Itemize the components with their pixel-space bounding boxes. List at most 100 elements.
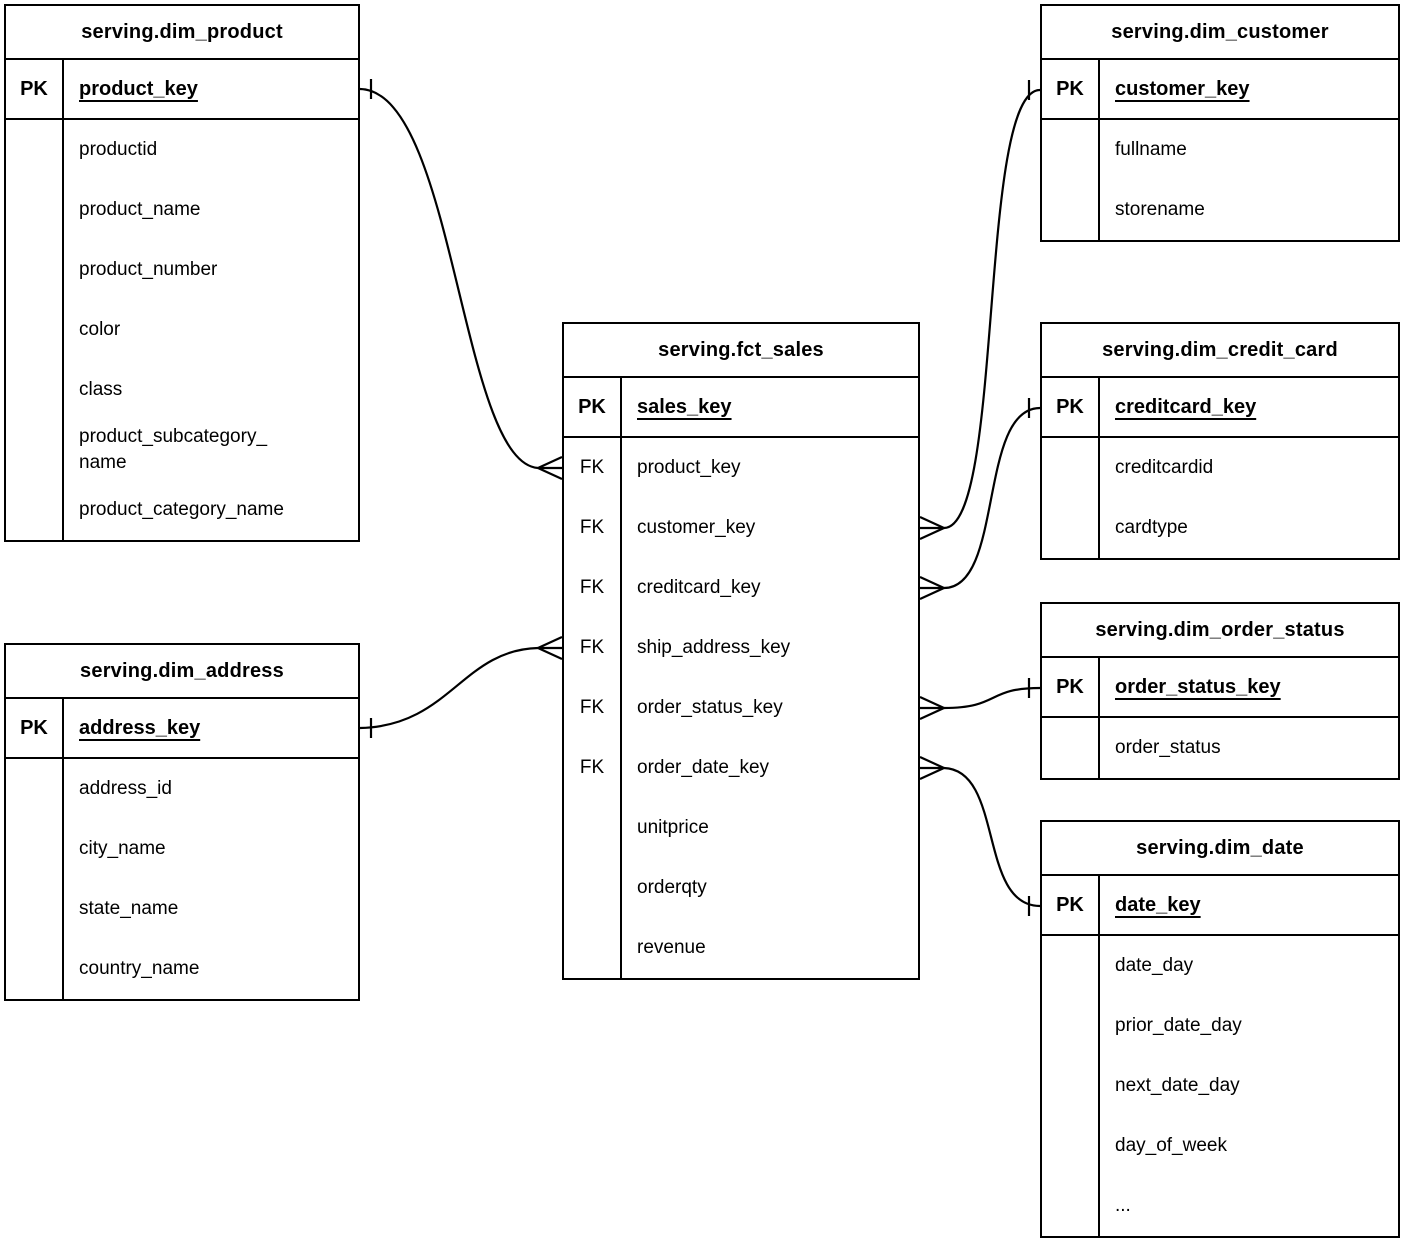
entity-table-fct-sales[interactable]: serving.fct_sales PK sales_key FK produc…: [562, 322, 920, 980]
field-name: product_name: [79, 199, 201, 220]
key-constraint-label: [6, 360, 64, 420]
field-name: country_name: [79, 958, 200, 979]
field-row: order_status: [1042, 718, 1398, 778]
field-row: state_name: [6, 879, 358, 939]
field-row: unitprice: [564, 798, 918, 858]
key-constraint-label: [1042, 996, 1100, 1056]
field-name: product_subcategory_ name: [79, 426, 268, 473]
field-name: color: [79, 319, 121, 340]
pk-constraint-label: PK: [1042, 60, 1100, 118]
field-name: product_number: [79, 259, 218, 280]
relationship-line: [943, 88, 1041, 530]
crow-foot-marker: [919, 696, 945, 720]
field-row: creditcardid: [1042, 438, 1398, 498]
key-constraint-label: [6, 819, 64, 879]
key-constraint-label: [6, 240, 64, 300]
pk-constraint-label: PK: [564, 378, 622, 436]
field-name: fullname: [1115, 139, 1187, 160]
field-name: ship_address_key: [637, 637, 791, 658]
pk-constraint-label: PK: [1042, 378, 1100, 436]
field-row: product_subcategory_ name: [6, 420, 358, 480]
key-constraint-label: [1042, 1056, 1100, 1116]
field-name: day_of_week: [1115, 1135, 1227, 1156]
field-name: class: [79, 379, 123, 400]
field-row: day_of_week: [1042, 1116, 1398, 1176]
entity-table-dim-date[interactable]: serving.dim_date PK date_key date_day pr…: [1040, 820, 1400, 1238]
field-name: revenue: [637, 937, 706, 958]
pk-constraint-label: PK: [1042, 658, 1100, 716]
field-row: class: [6, 360, 358, 420]
entity-table-dim-order-status[interactable]: serving.dim_order_status PK order_status…: [1040, 602, 1400, 780]
relationship-creditcard-key: [919, 398, 1041, 600]
field-name: state_name: [79, 898, 179, 919]
field-name: creditcard_key: [637, 577, 761, 598]
key-constraint-label: FK: [564, 618, 622, 678]
field-name: creditcardid: [1115, 457, 1214, 478]
pk-constraint-label: PK: [1042, 876, 1100, 934]
entity-table-dim-customer[interactable]: serving.dim_customer PK customer_key ful…: [1040, 4, 1400, 242]
key-constraint-label: [564, 858, 622, 918]
crow-foot-marker: [537, 636, 563, 660]
key-constraint-label: [6, 939, 64, 999]
table-title: serving.dim_date: [1042, 822, 1398, 876]
field-row: city_name: [6, 819, 358, 879]
key-constraint-label: [6, 420, 64, 480]
crow-foot-marker: [919, 576, 945, 600]
key-constraint-label: [1042, 1176, 1100, 1236]
table-title: serving.dim_credit_card: [1042, 324, 1398, 378]
crow-foot-marker: [919, 516, 945, 540]
key-constraint-label: [1042, 438, 1100, 498]
key-constraint-label: [6, 480, 64, 540]
field-row: product_name: [6, 180, 358, 240]
field-name: order_status: [1115, 737, 1221, 758]
table-title: serving.fct_sales: [564, 324, 918, 378]
relationship-order-status-key: [919, 678, 1041, 720]
primary-key-row: PK date_key: [1042, 876, 1398, 936]
primary-key-row: PK order_status_key: [1042, 658, 1398, 718]
primary-key-row: PK sales_key: [564, 378, 918, 438]
pk-field-name: customer_key: [1115, 78, 1250, 100]
relationship-ship-address-key: [359, 636, 563, 738]
key-constraint-label: [6, 300, 64, 360]
entity-table-dim-address[interactable]: serving.dim_address PK address_key addre…: [4, 643, 360, 1001]
field-name: product_category_name: [79, 499, 284, 520]
field-row: product_category_name: [6, 480, 358, 540]
field-row: FK order_date_key: [564, 738, 918, 798]
relationship-line: [943, 406, 1041, 590]
field-row: FK order_status_key: [564, 678, 918, 738]
table-title: serving.dim_product: [6, 6, 358, 60]
key-constraint-label: [564, 918, 622, 978]
field-row: country_name: [6, 939, 358, 999]
key-constraint-label: [564, 798, 622, 858]
field-name: order_date_key: [637, 757, 770, 778]
entity-table-dim-credit-card[interactable]: serving.dim_credit_card PK creditcard_ke…: [1040, 322, 1400, 560]
table-title: serving.dim_order_status: [1042, 604, 1398, 658]
field-row: prior_date_day: [1042, 996, 1398, 1056]
key-constraint-label: [6, 180, 64, 240]
field-name: product_key: [637, 457, 741, 478]
relationship-line: [943, 766, 1041, 908]
key-constraint-label: [1042, 718, 1100, 778]
key-constraint-label: [1042, 180, 1100, 240]
pk-field-name: date_key: [1115, 894, 1201, 916]
key-constraint-label: FK: [564, 738, 622, 798]
field-row: fullname: [1042, 120, 1398, 180]
relationship-product-key: [359, 79, 563, 480]
field-row: productid: [6, 120, 358, 180]
primary-key-row: PK product_key: [6, 60, 358, 120]
entity-table-dim-product[interactable]: serving.dim_product PK product_key produ…: [4, 4, 360, 542]
field-row: FK creditcard_key: [564, 558, 918, 618]
relationship-order-date-key: [919, 756, 1041, 916]
relationship-line: [359, 646, 539, 730]
key-constraint-label: [1042, 1116, 1100, 1176]
key-constraint-label: [6, 120, 64, 180]
field-name: order_status_key: [637, 697, 783, 718]
field-name: date_day: [1115, 955, 1194, 976]
table-title: serving.dim_address: [6, 645, 358, 699]
key-constraint-label: FK: [564, 438, 622, 498]
key-constraint-label: [1042, 936, 1100, 996]
field-row: product_number: [6, 240, 358, 300]
field-row: cardtype: [1042, 498, 1398, 558]
pk-field-name: creditcard_key: [1115, 396, 1257, 418]
primary-key-row: PK creditcard_key: [1042, 378, 1398, 438]
